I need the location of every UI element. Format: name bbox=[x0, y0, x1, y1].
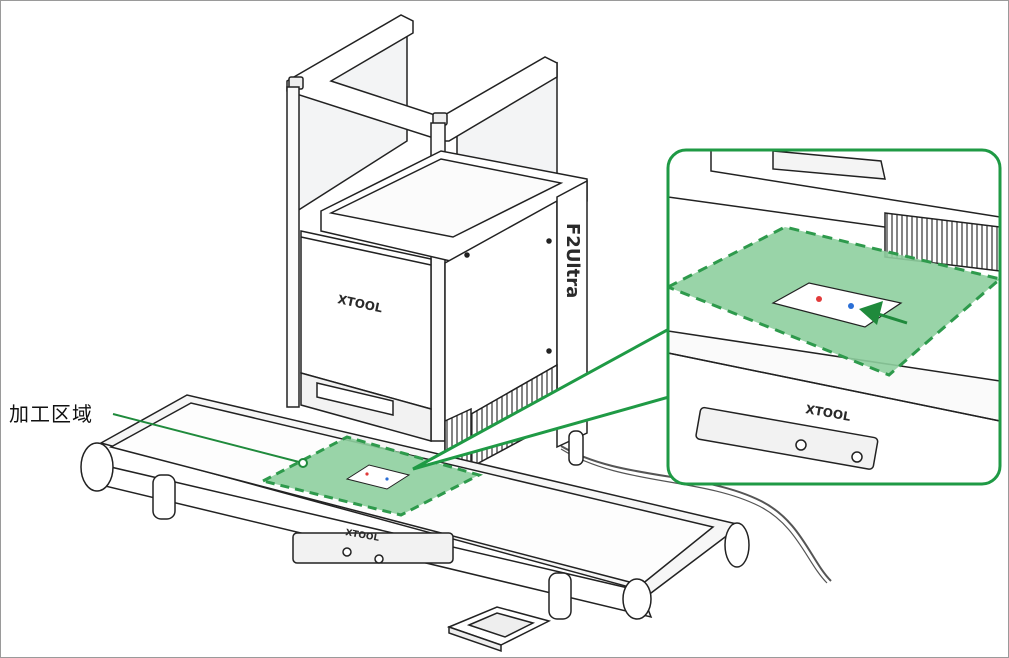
workpiece-main bbox=[345, 464, 411, 490]
arrow-head-icon bbox=[859, 301, 883, 325]
blue-marker-inset bbox=[848, 303, 854, 309]
side-brand-text: F2Ultra bbox=[562, 223, 583, 298]
blue-marker-main bbox=[385, 477, 389, 481]
callout-leader bbox=[112, 413, 304, 464]
arrow-shaft bbox=[874, 311, 908, 325]
red-marker-main bbox=[365, 472, 369, 476]
zoom-inset: XTOOL bbox=[666, 148, 1002, 486]
callout-dot bbox=[298, 458, 308, 468]
processing-area-label: 加工区域 bbox=[9, 402, 93, 426]
controller-unit bbox=[446, 606, 552, 653]
power-cable bbox=[560, 445, 832, 582]
red-marker-inset bbox=[816, 296, 822, 302]
